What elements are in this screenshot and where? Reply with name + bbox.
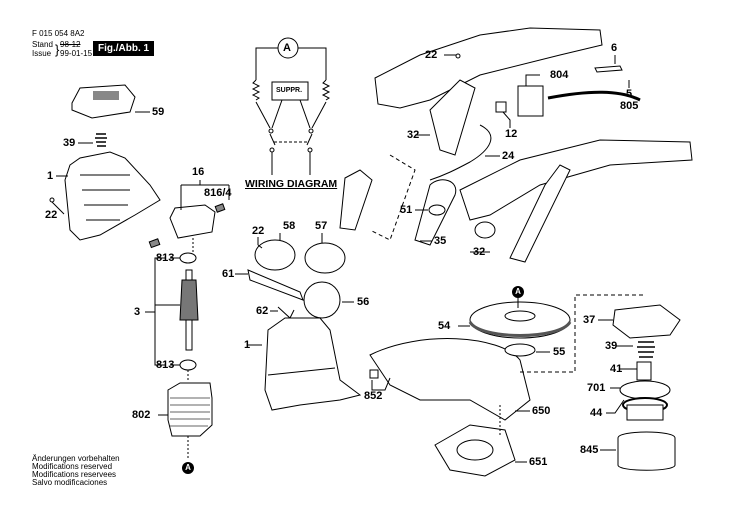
- callout-37: 37: [583, 314, 596, 326]
- motor-label: A: [283, 42, 291, 54]
- callout-852: 852: [364, 390, 383, 402]
- wiring-diagram-title: WIRING DIAGRAM: [245, 178, 338, 190]
- reference-marker-a: A: [512, 286, 524, 298]
- suppressor-label: SUPPR.: [276, 87, 303, 94]
- guard-651: [434, 424, 516, 477]
- callout-59: 59: [152, 106, 165, 118]
- stator-802: [167, 382, 213, 437]
- callout-6: 6: [611, 42, 618, 54]
- footer-note: Änderungen vorbehalten: [32, 454, 120, 463]
- callout-55: 55: [553, 346, 566, 358]
- knob-57: [304, 242, 346, 274]
- callout-816-4: 816/4: [204, 187, 232, 199]
- old-date: 98-12: [60, 40, 81, 49]
- callout-1: 1: [244, 339, 251, 351]
- callout-39: 39: [605, 340, 618, 352]
- reference-marker-a: A: [182, 462, 194, 474]
- cap-845: [617, 431, 676, 471]
- spring-39: [637, 341, 655, 358]
- callout-62: 62: [256, 305, 269, 317]
- cover-56: [303, 281, 341, 319]
- callout-56: 56: [357, 296, 370, 308]
- callout-701: 701: [587, 382, 606, 394]
- issue-label: Issue: [32, 49, 52, 58]
- footer-note: Modifications reserved: [32, 462, 113, 471]
- guard-650: [369, 338, 531, 421]
- suppressor-box: [271, 81, 309, 101]
- callout-24: 24: [502, 150, 515, 162]
- issue-date: 99-01-15: [60, 49, 93, 58]
- callout-35: 35: [434, 235, 447, 247]
- spool-37: [612, 304, 681, 339]
- brace-icon: }: [55, 42, 60, 57]
- wiring-diagram: [251, 37, 331, 175]
- coil-right-icon: [321, 79, 331, 101]
- callout-813: 813: [156, 252, 175, 264]
- wire-24: [429, 124, 492, 181]
- callout-32: 32: [473, 246, 486, 258]
- cap-59: [71, 84, 136, 119]
- callout-804: 804: [550, 69, 569, 81]
- lever-61: [247, 269, 304, 301]
- callout-802: 802: [132, 409, 151, 421]
- callout-61: 61: [222, 268, 235, 280]
- housing-1: [64, 151, 161, 241]
- callout-805: 805: [620, 100, 639, 112]
- callout-54: 54: [438, 320, 451, 332]
- callout-51: 51: [400, 204, 413, 216]
- callout-22: 22: [45, 209, 58, 221]
- callout-39: 39: [63, 137, 76, 149]
- motor-housing-1: [264, 317, 362, 411]
- stand-label: Stand: [32, 40, 53, 49]
- switch-804: [517, 85, 544, 117]
- spool-701: [619, 380, 671, 400]
- callout-16: 16: [192, 166, 205, 178]
- callout-41: 41: [610, 363, 623, 375]
- ring-55: [504, 343, 536, 357]
- callout-58: 58: [283, 220, 296, 232]
- callout-44: 44: [590, 407, 603, 419]
- handle-lower: [459, 139, 693, 221]
- callout-3: 3: [134, 306, 141, 318]
- handle-upper: [374, 27, 603, 109]
- callout-32: 32: [407, 129, 420, 141]
- callout-1: 1: [47, 170, 54, 182]
- footer-note: Salvo modificaciones: [32, 478, 108, 487]
- collar-58: [254, 239, 296, 271]
- footer-note: Modifications reservees: [32, 470, 117, 479]
- callout-22: 22: [425, 49, 438, 61]
- callout-12: 12: [505, 128, 518, 140]
- coil-left-icon: [251, 79, 261, 101]
- part-number: F 015 054 8A2: [32, 29, 85, 38]
- callout-5: 5: [626, 88, 633, 100]
- cable-clip-6: [594, 65, 623, 73]
- callout-813: 813: [156, 359, 175, 371]
- shaft-41: [636, 361, 652, 381]
- callout-651: 651: [529, 456, 548, 468]
- callout-650: 650: [532, 405, 551, 417]
- brush-holder-16: [169, 204, 216, 239]
- handle-grip-32: [429, 79, 476, 156]
- callout-22: 22: [252, 225, 265, 237]
- figure-badge: Fig./Abb. 1: [93, 41, 155, 56]
- callout-57: 57: [315, 220, 328, 232]
- power-cable-805: [547, 90, 641, 102]
- callout-845: 845: [580, 444, 599, 456]
